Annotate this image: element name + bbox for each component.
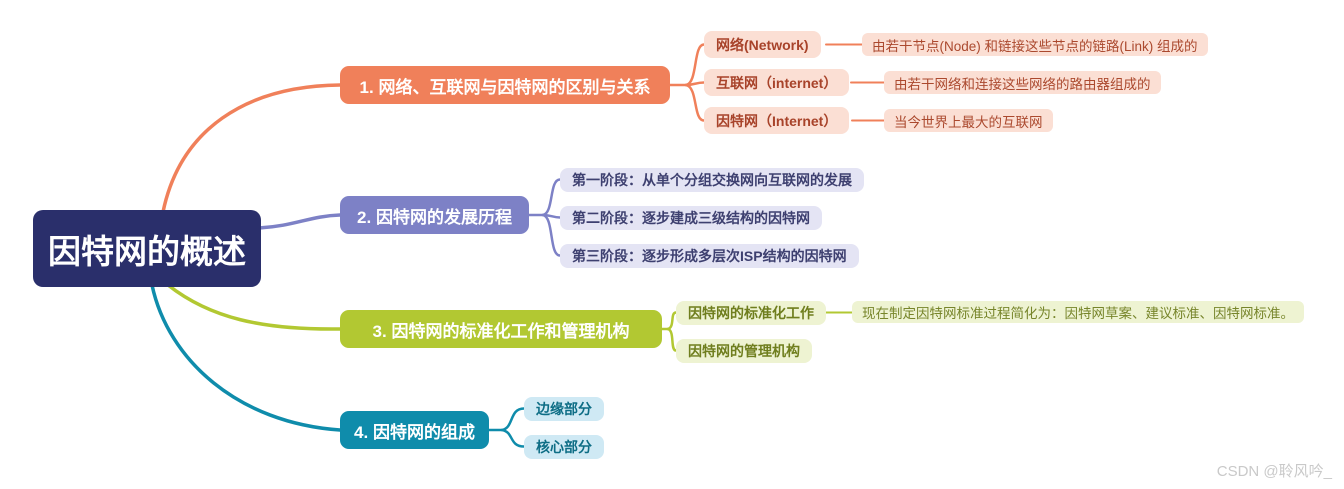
note-standardization[interactable]: 现在制定因特网标准过程简化为：因特网草案、建议标准、因特网标准。: [852, 301, 1304, 323]
note-internet-upper[interactable]: 当今世界上最大的互联网: [884, 109, 1053, 132]
branch-3-node[interactable]: 3. 因特网的标准化工作和管理机构: [340, 310, 662, 348]
branch-4-curve: [150, 283, 342, 432]
subtopic-internet-upper[interactable]: 因特网（Internet）: [704, 107, 850, 134]
subtopic-stage-2[interactable]: 第二阶段：逐步建成三级结构的因特网: [560, 206, 822, 230]
note-internet-lower[interactable]: 由若干网络和连接这些网络的路由器组成的: [884, 71, 1161, 94]
branch-3-curve: [166, 283, 342, 331]
branch-4-node[interactable]: 4. 因特网的组成: [340, 411, 489, 449]
subtopic-core-part[interactable]: 核心部分: [524, 435, 604, 459]
branch-2-curve: [257, 213, 342, 230]
subtopic-stage-3[interactable]: 第三阶段：逐步形成多层次ISP结构的因特网: [560, 244, 859, 268]
subtopic-internet-lower[interactable]: 互联网（internet）: [704, 69, 850, 96]
branch-1-curve: [161, 83, 342, 214]
root-node[interactable]: 因特网的概述: [33, 210, 261, 287]
subtopic-network[interactable]: 网络(Network): [704, 31, 821, 58]
subtopic-management[interactable]: 因特网的管理机构: [676, 339, 812, 363]
watermark: CSDN @聆风吟_: [1216, 463, 1332, 480]
subtopic-stage-1[interactable]: 第一阶段：从单个分组交换网向互联网的发展: [560, 168, 864, 192]
subtopic-standardization[interactable]: 因特网的标准化工作: [676, 301, 826, 325]
note-network[interactable]: 由若干节点(Node) 和链接这些节点的链路(Link) 组成的: [862, 33, 1208, 56]
branch-1-node[interactable]: 1. 网络、互联网与因特网的区别与关系: [340, 66, 670, 104]
branch-2-node[interactable]: 2. 因特网的发展历程: [340, 196, 529, 234]
subtopic-edge-part[interactable]: 边缘部分: [524, 397, 604, 421]
